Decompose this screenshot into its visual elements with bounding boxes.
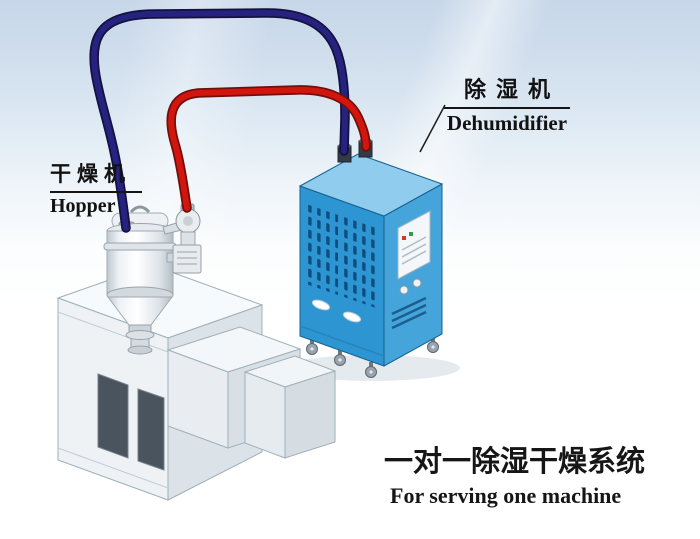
panel-knob (399, 285, 409, 295)
front-badges (311, 299, 362, 323)
pipe-red-body (168, 86, 369, 211)
hopper-label: 干燥机 Hopper (50, 158, 142, 218)
dehumidifier-unit (298, 138, 444, 378)
vent-grille (306, 204, 376, 308)
casters (306, 336, 439, 378)
dehumidifier-label-cn: 除湿机 (463, 78, 560, 103)
label-leader-line (419, 104, 446, 153)
caption-cn: 一对一除湿干燥系统 (384, 444, 646, 478)
filter-box (172, 244, 202, 274)
pipe-red (166, 85, 371, 213)
clamp-band (103, 242, 177, 251)
panel-knob (412, 278, 422, 288)
hopper-label-cn: 干燥机 (50, 162, 131, 186)
side-vent-slats (391, 296, 427, 330)
hopper-label-en: Hopper (50, 195, 116, 217)
dehumidifier-label-underline (444, 107, 570, 109)
lid-handle (129, 205, 151, 214)
pipe-blue-body (91, 9, 348, 231)
caption-en: For serving one machine (390, 483, 622, 508)
extruder-machine (56, 264, 337, 501)
die-section (243, 355, 337, 459)
machine-window (137, 388, 165, 471)
pipe-blue (89, 8, 350, 233)
dehumidifier-label: 除湿机 Dehumidifier (444, 72, 570, 136)
hopper-dryer (103, 203, 202, 355)
dehumidifier-label-en: Dehumidifier (446, 111, 568, 135)
hopper-body (103, 230, 177, 304)
machine-window (97, 373, 129, 459)
hopper-cone (107, 296, 173, 340)
cabinet-top-face (298, 153, 444, 217)
control-panel (397, 210, 431, 295)
caption: 一对一除湿干燥系统 For serving one machine (384, 438, 645, 509)
cabinet-kick-line (299, 325, 385, 357)
hopper-label-underline (50, 191, 142, 193)
